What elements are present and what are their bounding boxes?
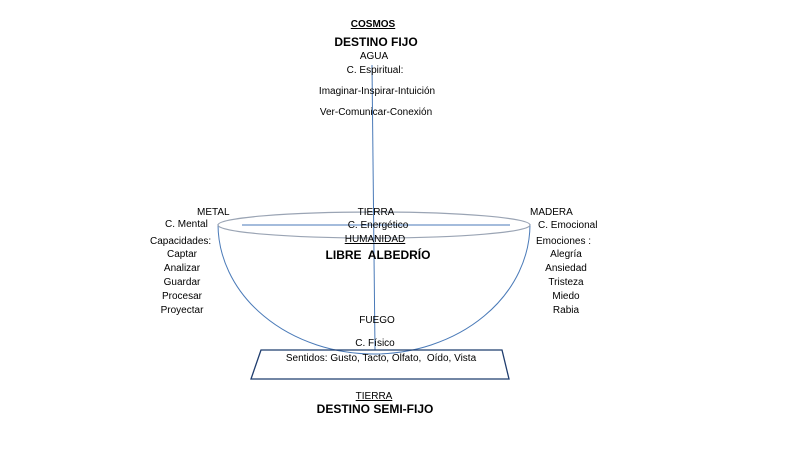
right-conscience: C. Emocional bbox=[538, 220, 598, 231]
cosmos-destiny: DESTINO FIJO bbox=[334, 35, 418, 49]
center-conscience: C. Energético bbox=[347, 220, 409, 231]
bottom-conscience: C. Físico bbox=[355, 338, 395, 349]
vertical-axis bbox=[371, 64, 376, 351]
earth-destiny: DESTINO SEMI-FIJO bbox=[316, 402, 434, 416]
list-item: Proyectar bbox=[160, 305, 204, 316]
list-item: Analizar bbox=[163, 263, 201, 274]
cosmos-title: COSMOS bbox=[350, 19, 396, 30]
list-item: Miedo bbox=[552, 291, 580, 302]
list-item: Procesar bbox=[161, 291, 203, 302]
list-item: Tristeza bbox=[548, 277, 584, 288]
right-heading: Emociones : bbox=[536, 236, 592, 247]
list-item: Alegría bbox=[550, 249, 582, 260]
list-item: Captar bbox=[166, 249, 198, 260]
bottom-element: FUEGO bbox=[359, 315, 395, 326]
list-item: Rabia bbox=[552, 305, 580, 316]
cosmos-element: AGUA bbox=[359, 51, 389, 62]
center-element: TIERRA bbox=[357, 207, 395, 218]
humanity-label: HUMANIDAD bbox=[344, 234, 406, 245]
cosmos-line-1: Imaginar-Inspirar-Intuición bbox=[318, 86, 436, 97]
left-element: METAL bbox=[197, 207, 230, 218]
right-emotions-list: Alegría Ansiedad Tristeza Miedo Rabia bbox=[545, 248, 587, 318]
right-element: MADERA bbox=[530, 207, 573, 218]
left-heading: Capacidades: bbox=[150, 236, 212, 247]
left-capacities-list: Captar Analizar Guardar Procesar Proyect… bbox=[161, 248, 204, 318]
cosmos-line-2: Ver-Comunicar-Conexión bbox=[319, 107, 433, 118]
left-conscience: C. Mental bbox=[165, 219, 208, 230]
list-item: Ansiedad bbox=[545, 263, 587, 274]
senses-label: Sentidos: Gusto, Tacto, Olfato, Oído, Vi… bbox=[285, 353, 477, 364]
earth-title: TIERRA bbox=[355, 391, 393, 402]
bowl-body bbox=[217, 223, 531, 355]
base-platform bbox=[250, 349, 510, 380]
free-will-label: LIBRE ALBEDRÍO bbox=[325, 248, 431, 262]
cosmos-conscience: C. Espiritual: bbox=[346, 65, 404, 76]
list-item: Guardar bbox=[163, 277, 201, 288]
